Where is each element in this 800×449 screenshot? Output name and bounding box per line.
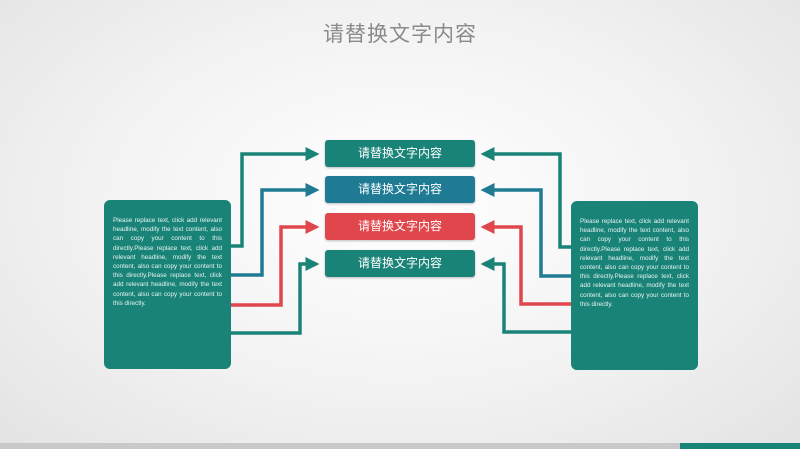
- center-box-3-label: 请替换文字内容: [357, 219, 442, 233]
- right-arrow-1: [480, 147, 571, 249]
- left-text-body: Please replace text, click add relevant …: [113, 217, 222, 307]
- right-arrow-4: [480, 257, 571, 334]
- center-box-3: 请替换文字内容: [325, 213, 475, 240]
- center-box-1-label: 请替换文字内容: [357, 146, 442, 160]
- left-arrow-4: [231, 257, 320, 335]
- center-box-4-label: 请替换文字内容: [357, 256, 442, 270]
- right-text-body: Please replace text, click add relevant …: [580, 218, 689, 308]
- right-arrow-3: [480, 220, 571, 306]
- footer-accent-bar: [680, 443, 800, 449]
- center-box-2: 请替换文字内容: [325, 176, 475, 203]
- center-box-2-label: 请替换文字内容: [357, 182, 442, 196]
- footer-bar: [0, 443, 800, 449]
- left-arrow-2: [231, 183, 320, 277]
- page-title: 请替换文字内容: [323, 22, 477, 46]
- left-text-box: Please replace text, click add relevant …: [104, 200, 231, 369]
- center-box-4: 请替换文字内容: [325, 250, 475, 277]
- right-arrow-2: [480, 183, 571, 278]
- left-arrow-1: [231, 147, 320, 248]
- right-text-box: Please replace text, click add relevant …: [571, 201, 698, 370]
- center-box-1: 请替换文字内容: [325, 140, 475, 167]
- left-arrow-3: [231, 220, 320, 307]
